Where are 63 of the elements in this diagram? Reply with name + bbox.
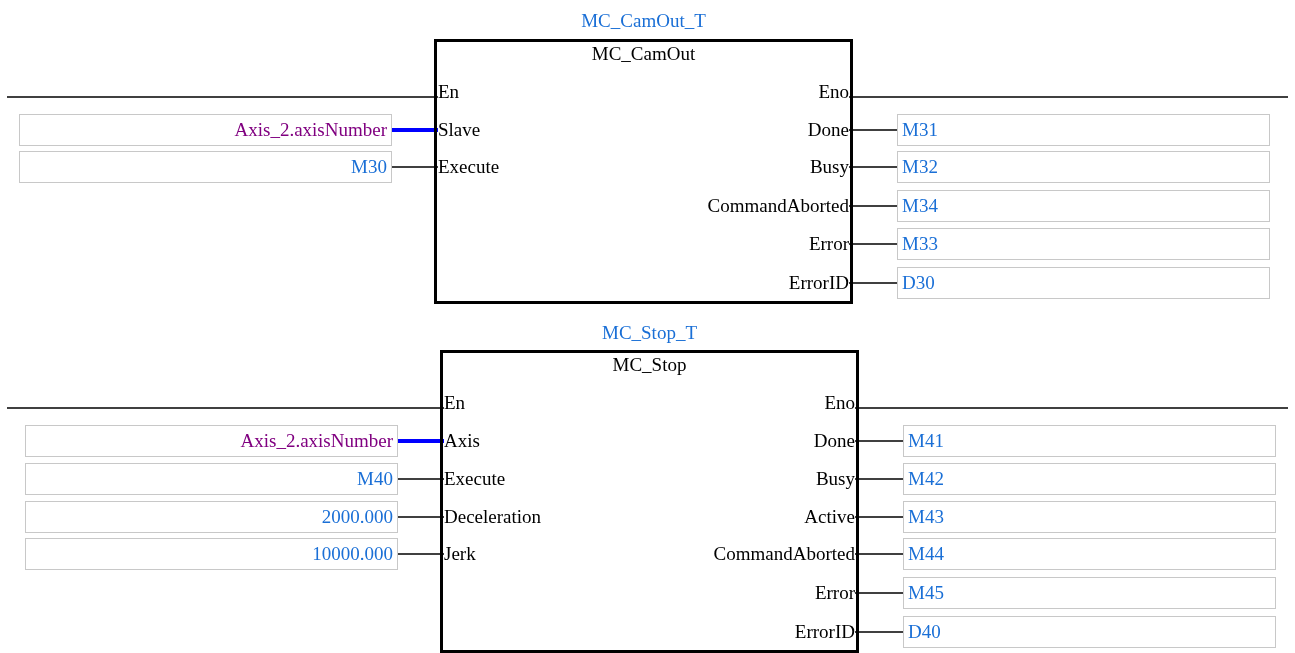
pin-label: Jerk [444, 542, 574, 566]
pin-label: Done [665, 429, 855, 453]
instance-name: MC_CamOut_T [580, 10, 707, 32]
pin-label: En [438, 80, 568, 104]
wire [397, 516, 445, 518]
wire [854, 478, 904, 480]
wire [854, 440, 904, 442]
wire [391, 166, 439, 168]
variable-field: 10000.000 [25, 538, 398, 570]
variable-field: 2000.000 [25, 501, 398, 533]
pin-label: CommandAborted [665, 542, 855, 566]
block-type-name: MC_CamOut [590, 43, 697, 65]
variable-field: Axis_2.axisNumber [25, 425, 398, 457]
pin-label: Eno [665, 391, 855, 415]
pin-label: Execute [438, 155, 568, 179]
variable-field: M44 [903, 538, 1276, 570]
variable-field: Axis_2.axisNumber [19, 114, 392, 146]
wire [854, 516, 904, 518]
variable-field: M32 [897, 151, 1270, 183]
wire [854, 553, 904, 555]
pin-label: CommandAborted [659, 194, 849, 218]
wire [397, 478, 445, 480]
variable-field: M41 [903, 425, 1276, 457]
pin-label: En [444, 391, 574, 415]
variable-field: M30 [19, 151, 392, 183]
wire [848, 282, 898, 284]
wire [6, 96, 439, 98]
wire [397, 553, 445, 555]
variable-field: M33 [897, 228, 1270, 260]
variable-field: M34 [897, 190, 1270, 222]
variable-field: M45 [903, 577, 1276, 609]
instance-name: MC_Stop_T [601, 322, 698, 344]
wire [848, 166, 898, 168]
variable-field: D30 [897, 267, 1270, 299]
pin-label: Busy [659, 155, 849, 179]
variable-field: M43 [903, 501, 1276, 533]
pin-label: Busy [665, 467, 855, 491]
pin-label: Active [665, 505, 855, 529]
wire [848, 96, 1289, 98]
wire [854, 592, 904, 594]
variable-field: M40 [25, 463, 398, 495]
wire [848, 205, 898, 207]
pin-label: ErrorID [665, 620, 855, 644]
pin-label: Execute [444, 467, 574, 491]
pin-label: Deceleration [444, 505, 574, 529]
wire [848, 243, 898, 245]
wire [392, 128, 438, 132]
pin-label: Axis [444, 429, 574, 453]
wire [854, 631, 904, 633]
pin-label: Done [659, 118, 849, 142]
pin-label: Error [665, 581, 855, 605]
variable-field: M31 [897, 114, 1270, 146]
pin-label: Eno [659, 80, 849, 104]
wire [848, 129, 898, 131]
block-type-name: MC_Stop [611, 354, 688, 376]
wire [854, 407, 1289, 409]
variable-field: M42 [903, 463, 1276, 495]
variable-field: D40 [903, 616, 1276, 648]
wire [398, 439, 444, 443]
wire [6, 407, 445, 409]
pin-label: ErrorID [659, 271, 849, 295]
pin-label: Slave [438, 118, 568, 142]
pin-label: Error [659, 232, 849, 256]
